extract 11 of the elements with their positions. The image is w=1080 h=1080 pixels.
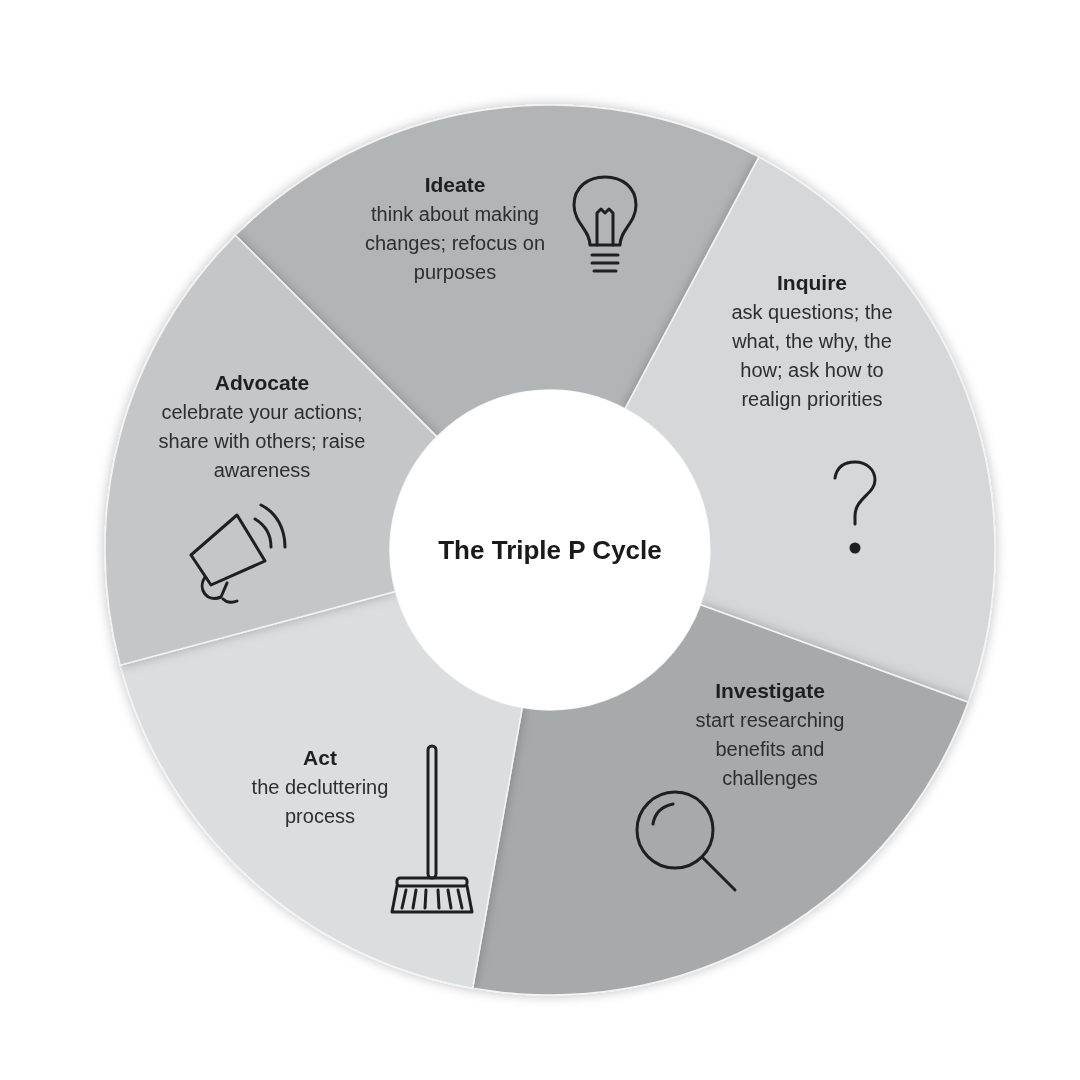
cycle-title: The Triple P Cycle [438, 533, 662, 567]
stage-description: celebrate your actions; share with others; raise awareness [157, 400, 367, 483]
stage-heading: Ideate [424, 172, 486, 198]
stage-description: ask questions; the what, the why, the how; ask how to realign priorities [730, 300, 894, 412]
stage-description: think about making changes; refocus on purposes [363, 202, 547, 285]
stage-heading: Investigate [715, 678, 825, 704]
stage-heading: Inquire [777, 270, 847, 296]
stage-heading: Act [303, 745, 337, 771]
stage-description: start researching benefits and challenges [694, 708, 846, 791]
stage-description: the decluttering process [250, 775, 390, 829]
stage-heading: Advocate [214, 370, 310, 396]
